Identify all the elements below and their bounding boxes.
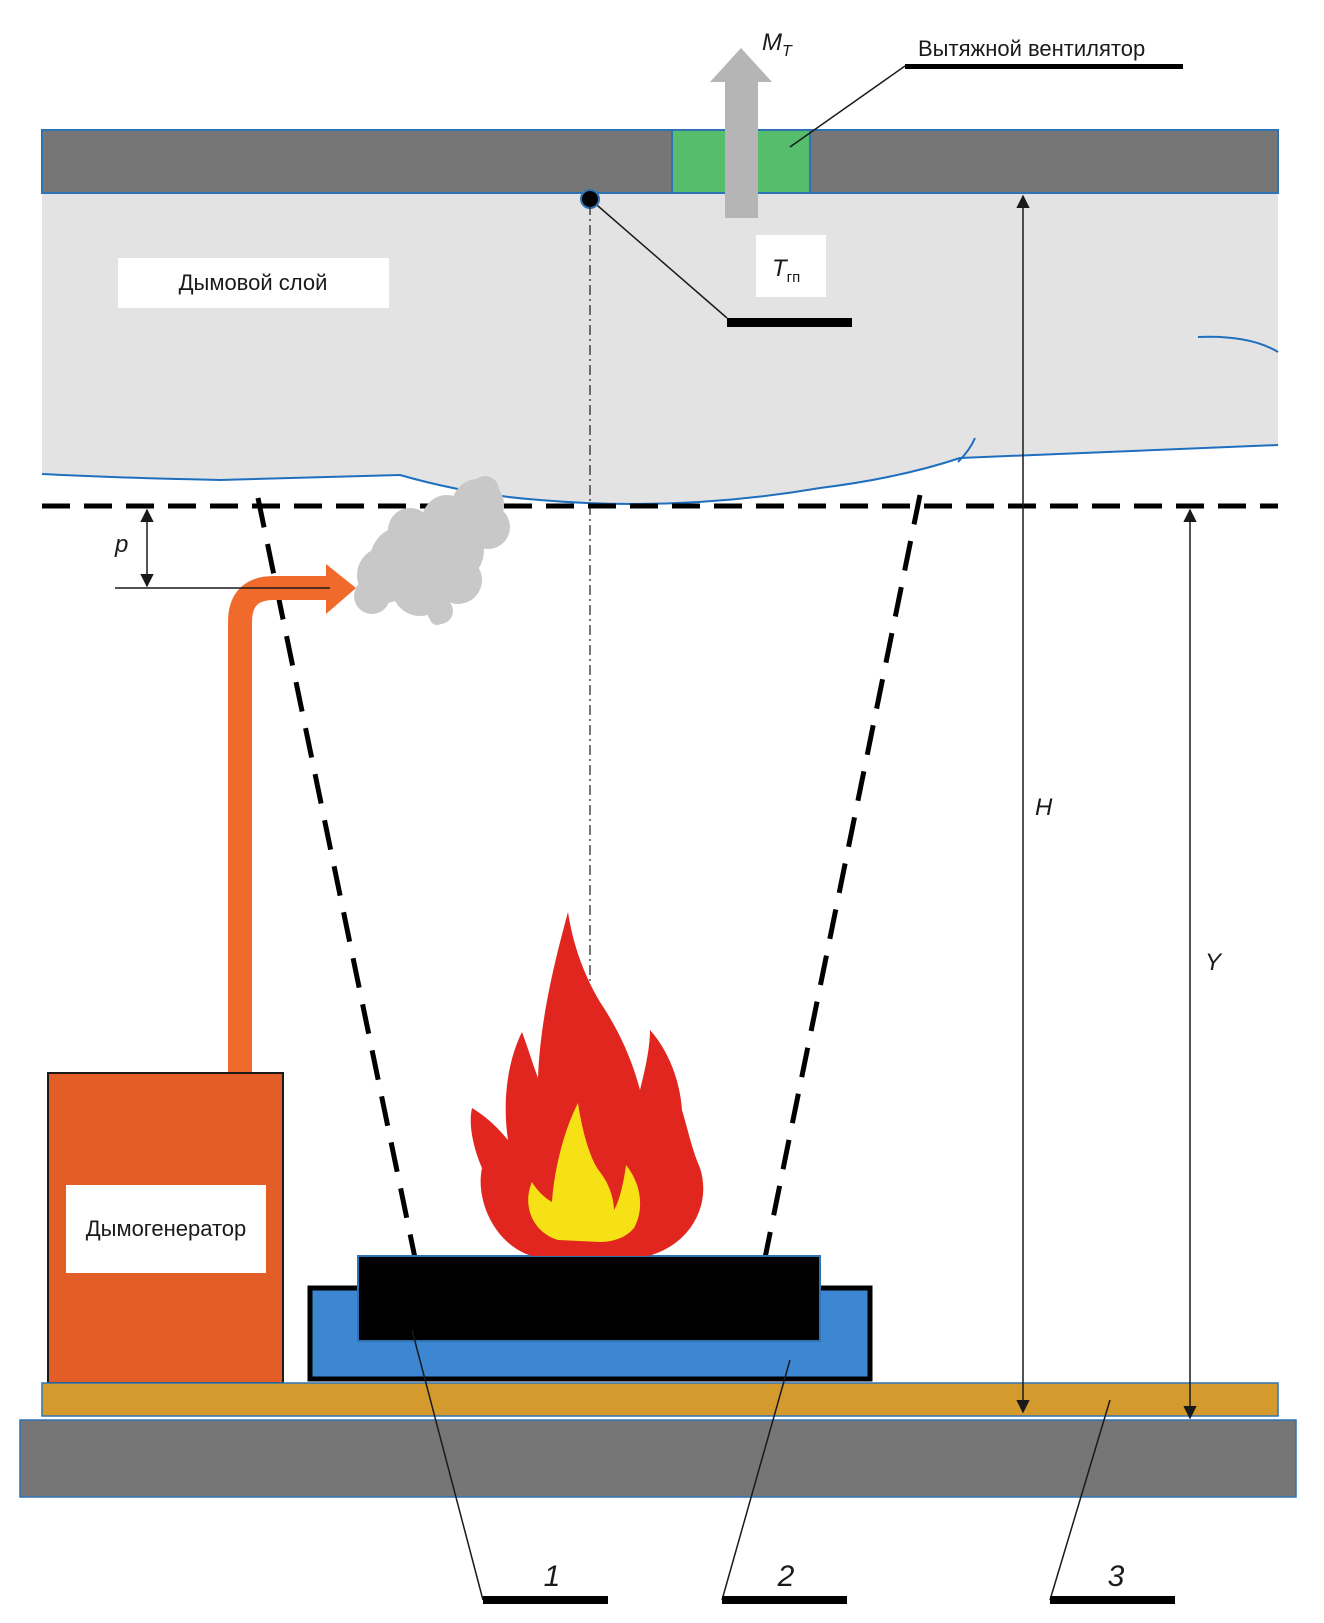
ceiling xyxy=(41,129,1279,194)
temperature-label-box xyxy=(756,235,826,297)
dim-p-label: p xyxy=(114,531,128,558)
callout-1-bar xyxy=(483,1596,608,1604)
plume-boundary-right xyxy=(762,494,923,1259)
callout-2-leader xyxy=(721,1359,791,1601)
exhaust-fan-label: Вытяжной вентилятор xyxy=(918,36,1145,61)
smoke-layer-label: Дымовой слой xyxy=(179,270,328,295)
floor-layer xyxy=(41,1382,1279,1417)
exhaust-fan-label-bar xyxy=(905,64,1183,69)
dim-h-label: H xyxy=(1035,794,1053,821)
temperature-sensor-leader xyxy=(589,198,728,319)
callout-1-leader xyxy=(411,1329,484,1601)
exhaust-arrow xyxy=(710,48,772,218)
smoke-layer xyxy=(42,193,1278,504)
plume-boundary-left xyxy=(255,497,418,1259)
smoke-flow-arrow xyxy=(228,576,328,1075)
temperature-label: Tгп xyxy=(772,255,800,286)
callout-2-bar xyxy=(722,1596,847,1604)
dim-y-label: Y xyxy=(1205,949,1223,976)
smoke-layer-label-box xyxy=(118,258,389,308)
smoke-layer-boundary xyxy=(41,444,1279,505)
temperature-label-bar xyxy=(727,318,852,327)
smoke-flow-arrowhead xyxy=(326,564,356,614)
callout-3-label: 3 xyxy=(1108,1560,1125,1593)
callout-3-bar xyxy=(1050,1596,1175,1604)
smoke-puff xyxy=(354,476,510,625)
smoke-generator-label: Дымогенератор xyxy=(86,1216,247,1241)
smoke-layer-wave xyxy=(1197,335,1279,353)
callout-2-label: 2 xyxy=(777,1560,795,1593)
smoke-generator-label-box xyxy=(66,1185,266,1273)
fuel-block xyxy=(357,1255,821,1342)
flame-inner xyxy=(528,1103,641,1242)
mass-flow-label: MТ xyxy=(762,29,793,60)
callout-3-leader xyxy=(1049,1399,1111,1601)
smoke-layer-boundary-bump xyxy=(957,437,976,463)
callout-1-label: 1 xyxy=(544,1560,561,1593)
floor xyxy=(19,1419,1297,1498)
flame-outer xyxy=(470,912,704,1256)
exhaust-fan-leader xyxy=(789,65,906,148)
